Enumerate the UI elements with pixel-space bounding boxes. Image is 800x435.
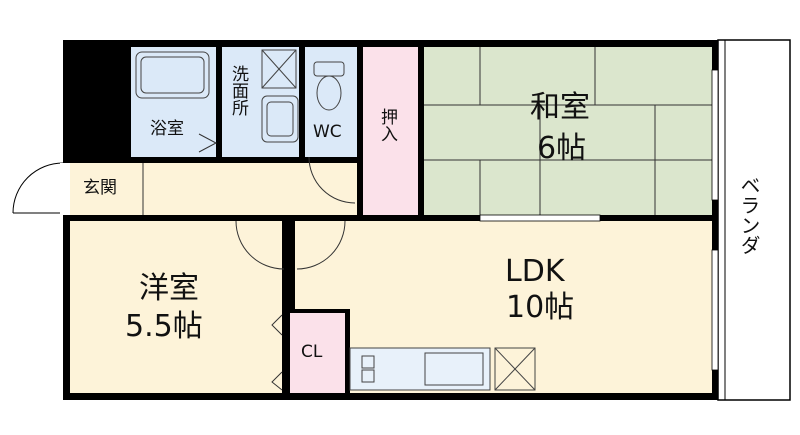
yoshitsu-floor: [70, 221, 282, 393]
kitchen-counter: [349, 347, 491, 391]
ldk-name: LDK: [505, 254, 565, 289]
washroom-fixtures: [261, 49, 299, 143]
entry-door: [12, 162, 64, 214]
toilet-label: WC: [313, 122, 342, 142]
washitsu-size: 6帖: [537, 131, 587, 166]
closet-label: 押入: [377, 108, 397, 142]
cl-label: CL: [301, 342, 323, 362]
entrance-label: 玄関: [83, 178, 117, 198]
yoshitsu-size: 5.5帖: [125, 309, 203, 344]
hallway-floor: [70, 163, 357, 215]
ldk-floor-upper: [295, 221, 712, 309]
windows: [479, 69, 719, 371]
ldk-size: 10帖: [506, 290, 575, 325]
washitsu-name: 和室: [530, 90, 590, 125]
fridge-space: [494, 347, 536, 391]
balcony-label: ベランダ: [737, 175, 761, 255]
closet-floor: [363, 47, 418, 215]
door-swings: [198, 133, 356, 391]
yoshitsu-name: 洋室: [139, 271, 199, 306]
bath-label: 浴室: [150, 119, 184, 139]
washitsu-floor: [424, 47, 712, 215]
toilet-fixture: [313, 61, 345, 111]
balcony-outline: [717, 39, 791, 401]
bath-floor: [131, 47, 216, 157]
tatami-lines: [424, 47, 712, 215]
bath-fixtures: [135, 51, 210, 99]
cl-floor: [290, 313, 345, 393]
washroom-label: 洗面所: [228, 65, 248, 116]
entry-opening: [60, 163, 70, 215]
